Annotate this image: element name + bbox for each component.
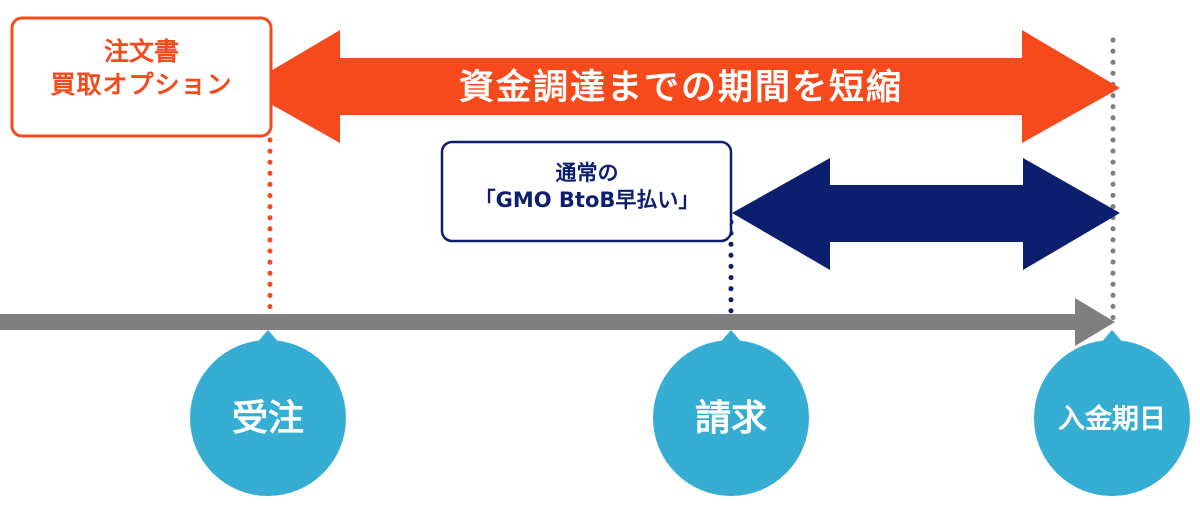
milestone-invoice-bubble <box>653 330 809 496</box>
shortened-period-arrow <box>242 30 1120 143</box>
option-box-line1: 注文書 <box>103 37 179 66</box>
milestone-invoice-label: 請求 <box>694 398 767 439</box>
normal-box-line2: 「GMO BtoB早払い」 <box>474 188 700 213</box>
normal-period-arrow <box>732 158 1120 270</box>
milestone-due-bubble <box>1034 330 1190 496</box>
normal-box-frame <box>440 140 733 243</box>
milestone-order-bubble <box>190 330 346 496</box>
normal-box-label: 通常の 「GMO BtoB早払い」 <box>442 160 732 215</box>
milestone-order-label: 受注 <box>231 398 304 439</box>
timeline-arrow <box>0 298 1115 346</box>
option-box-frame <box>10 16 273 138</box>
option-box-label: 注文書 買取オプション <box>14 36 269 101</box>
shortened-period-label: 資金調達までの期間を短縮 <box>458 68 903 108</box>
milestone-due-label: 入金期日 <box>1058 404 1166 435</box>
normal-box-line1: 通常の <box>555 161 619 185</box>
option-box-line2: 買取オプション <box>50 69 233 99</box>
